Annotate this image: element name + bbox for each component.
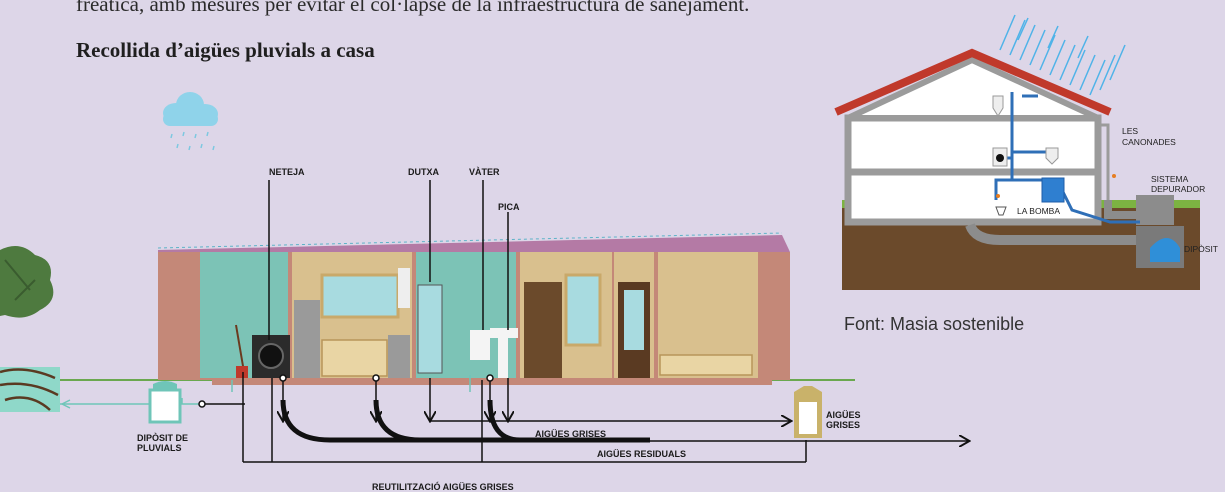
label-bomba: LA BOMBA — [1017, 206, 1060, 216]
label-canonades-1: LES — [1122, 126, 1138, 136]
source-credit: Font: Masia sostenible — [844, 314, 1025, 334]
label-reutilitzacio: REUTILITZACIÓ AIGÜES GRISES — [372, 481, 514, 492]
label-neteja: NETEJA — [269, 167, 305, 177]
section-title: Recollida d’aigües pluvials a casa — [76, 38, 375, 62]
sewer-pipes — [280, 399, 650, 443]
rain-cloud-icon — [163, 92, 218, 151]
drain-lines — [242, 180, 807, 463]
rainwater-tank-icon — [148, 381, 206, 424]
label-diposit-2: PLUVIALS — [137, 443, 182, 453]
tree-icon — [0, 246, 54, 318]
label-canonades-2: CANONADES — [1122, 137, 1176, 147]
label-sistema-2: DEPURADOR — [1151, 184, 1205, 194]
label-vater: VÀTER — [469, 167, 500, 177]
label-pica: PICA — [498, 202, 520, 212]
label-aigues-residuals: AIGÜES RESIDUALS — [597, 449, 686, 459]
roots-icon — [0, 367, 60, 412]
house-section — [157, 232, 790, 385]
label-sistema-1: SISTEMA — [1151, 174, 1189, 184]
label-dutxa: DUTXA — [408, 167, 439, 177]
label-diposit-1: DIPÒSIT DE — [137, 432, 188, 443]
label-tank-grises-2: GRISES — [826, 420, 860, 430]
intro-text: freàtica, amb mesures per evitar el col·… — [76, 0, 750, 16]
masia-section — [834, 48, 1200, 290]
rain-icon — [999, 14, 1126, 96]
label-aigues-grises: AIGÜES GRISES — [535, 429, 606, 439]
label-diposit-masia: DIPÒSIT — [1184, 244, 1218, 254]
greywater-tank-icon — [794, 386, 822, 438]
label-tank-grises-1: AIGÜES — [826, 410, 861, 420]
